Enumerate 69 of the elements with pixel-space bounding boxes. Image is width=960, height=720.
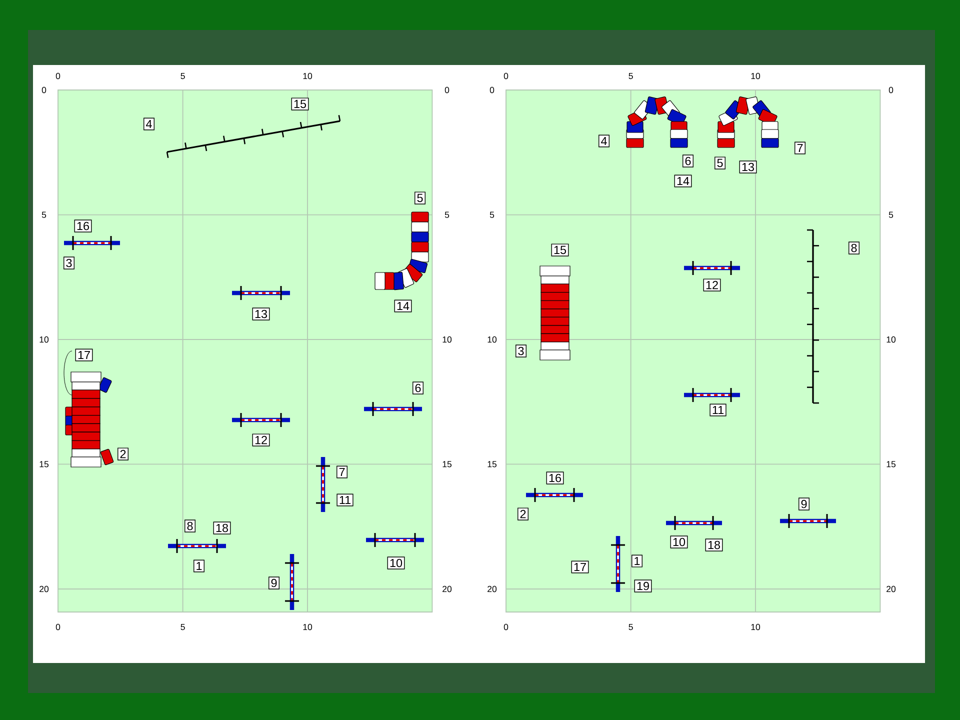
axis-tick-label: 10	[442, 336, 452, 343]
axis-tick-label: 10	[488, 336, 497, 343]
callout-number: 12	[252, 434, 270, 446]
axis-tick-label: 0	[490, 86, 494, 94]
axis-tick-label: 10	[886, 336, 896, 343]
axis-tick-label: 0	[444, 86, 450, 94]
axis-tick-label: 5	[444, 212, 450, 218]
callout-number: 18	[213, 522, 231, 534]
axis-tick-label: 5	[628, 72, 633, 80]
axis-tick-label: 5	[628, 624, 633, 630]
axis-tick-label: 10	[303, 72, 312, 80]
axis-tick-label: 0	[56, 72, 60, 80]
callout-number: 10	[387, 556, 405, 570]
axis-tick-label: 15	[40, 461, 49, 468]
axis-tick-label: 0	[888, 86, 894, 94]
callout-number: 3	[516, 344, 526, 358]
callout-number: 3	[64, 256, 74, 270]
callout-number: 8	[848, 242, 860, 254]
callout-number: 6	[682, 154, 694, 168]
axis-tick-label: 10	[40, 336, 49, 343]
axis-tick-label: 5	[180, 72, 185, 80]
callout-number: 8	[184, 520, 196, 532]
callout-number: 17	[571, 560, 589, 574]
axis-tick-label: 10	[751, 72, 760, 80]
callout-number: 15	[291, 98, 309, 110]
callout-number: 16	[74, 220, 92, 232]
callout-number: 1	[194, 560, 204, 572]
callout-number: 13	[252, 308, 270, 320]
callout-number: 19	[634, 580, 652, 592]
axis-tick-label: 10	[303, 624, 312, 630]
callout-number: 18	[705, 538, 723, 552]
callout-number: 1	[632, 554, 642, 568]
callout-number: 11	[710, 404, 726, 416]
callout-number: 11	[336, 494, 354, 506]
axis-tick-label: 10	[751, 624, 760, 630]
axis-tick-label: 5	[490, 212, 494, 218]
callout-number: 14	[674, 174, 692, 188]
callout-number: 5	[714, 156, 726, 170]
axis-tick-label: 0	[504, 72, 508, 80]
axis-tick-label: 15	[488, 461, 497, 468]
callout-number: 9	[798, 498, 810, 510]
callout-number: 2	[518, 508, 528, 520]
callout-number: 10	[670, 536, 688, 548]
callout-number: 4	[598, 134, 610, 148]
callout-number: 9	[268, 576, 280, 590]
axis-tick-label: 0	[504, 624, 508, 630]
callout-number: 7	[794, 142, 806, 154]
axis-tick-label: 20	[40, 586, 49, 592]
axis-tick-label: 0	[42, 86, 46, 94]
callout-number: 2	[118, 448, 128, 460]
callout-number: 5	[414, 192, 426, 204]
callout-number: 12	[703, 278, 721, 292]
axis-tick-label: 15	[442, 461, 452, 468]
axis-tick-label: 20	[442, 586, 452, 592]
callout-number: 14	[394, 300, 412, 312]
axis-tick-label: 20	[488, 586, 497, 592]
axis-tick-label: 5	[180, 624, 185, 630]
axis-tick-label: 5	[42, 212, 46, 218]
callout-number: 13	[739, 160, 757, 174]
callout-number: 6	[412, 382, 424, 394]
callout-number: 17	[75, 348, 93, 362]
callout-number: 16	[546, 472, 564, 484]
axis-tick-label: 20	[886, 586, 896, 592]
callout-number: 15	[551, 244, 569, 256]
axis-tick-label: 5	[888, 212, 894, 218]
axis-tick-label: 0	[56, 624, 60, 630]
callout-number: 7	[336, 466, 348, 478]
axis-tick-label: 15	[886, 461, 896, 468]
callout-number: 4	[144, 118, 154, 130]
